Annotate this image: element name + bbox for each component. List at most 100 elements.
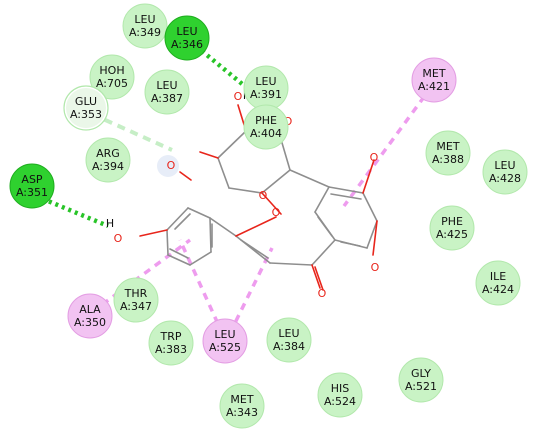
residue-number: A:383 — [155, 343, 187, 356]
residue-number: A:343 — [226, 406, 258, 419]
ligand-bond — [167, 254, 191, 266]
residue-number: A:388 — [432, 153, 464, 166]
residue-disc — [243, 104, 289, 150]
residue-disc — [475, 260, 521, 306]
ligand-oxygen-bond — [362, 159, 375, 194]
residue-disc — [67, 293, 113, 339]
interaction-line-met421 — [342, 84, 434, 208]
ligand-bond — [166, 207, 189, 231]
residue-name: GLY — [411, 367, 431, 380]
residue-name: ARG — [96, 147, 120, 160]
interaction-line-leu346 — [189, 40, 254, 94]
ligand-bond — [228, 187, 263, 194]
ligand-oxygen-bond — [372, 220, 378, 256]
residue-disc — [482, 149, 528, 195]
interaction-line-leu525 — [178, 239, 225, 336]
residue-name: PHE — [255, 114, 277, 127]
ligand-bond — [217, 130, 247, 159]
residue-number: A:394 — [92, 160, 124, 173]
residue-disc — [85, 137, 131, 183]
ligand-double-bond — [317, 216, 333, 237]
residue-number: A:387 — [151, 92, 183, 105]
ligand-oxygen-bond — [235, 216, 277, 237]
residue-name: LEU — [214, 328, 235, 341]
residue-name: HOH — [99, 64, 124, 77]
ligand-bond — [217, 157, 230, 189]
residue-disc — [9, 163, 55, 209]
ligand-bond — [187, 207, 211, 219]
residue-number: A:421 — [418, 80, 450, 93]
ligand-bond — [209, 217, 237, 237]
residue-disc — [113, 277, 159, 323]
ligand-double-bond — [240, 239, 269, 259]
residue-disc — [144, 69, 190, 115]
residue-number: A:521 — [405, 380, 437, 393]
residue-name: MET — [422, 67, 445, 80]
residue-number: A:353 — [70, 108, 102, 121]
residue-number: A:404 — [250, 127, 282, 140]
residue-disc — [411, 57, 457, 103]
ligand-bond — [328, 186, 364, 194]
residue-disc — [164, 15, 210, 61]
oxygen-atom-label: O — [272, 206, 281, 219]
residue-disc — [122, 3, 168, 49]
residue-disc-inner — [66, 88, 106, 128]
interaction-line-asp351 — [35, 193, 109, 229]
oxygen-atom-label: O — [114, 232, 123, 245]
ligand-oxygen-bond — [139, 229, 168, 237]
residue-name: LEU — [134, 13, 155, 26]
residue-number: A:705 — [96, 77, 128, 90]
oxygen-atom-label: O — [284, 115, 293, 128]
ligand-carbonyl-bond — [314, 266, 324, 291]
residue-name: THR — [124, 287, 148, 300]
ligand-double-bond — [340, 241, 361, 247]
interaction-lines — [35, 40, 434, 336]
ligand-bond — [209, 217, 212, 253]
residue-name: LEU — [494, 159, 515, 172]
ligand-oxygen-bond — [261, 192, 282, 215]
residue-name: MET — [436, 140, 459, 153]
ligand-double-bond — [169, 248, 189, 259]
residue-name: PHE — [441, 215, 463, 228]
oxygen-atom-label: O — [259, 189, 268, 202]
ligand-oxygen-bond — [179, 171, 192, 181]
ligand-bond — [261, 169, 291, 194]
hydrogen-atom-label: H — [106, 217, 114, 230]
residue-name: ASP — [21, 173, 43, 186]
residue-disc — [317, 372, 363, 418]
ligand-double-bond — [330, 193, 362, 200]
ligand-bond — [289, 169, 330, 188]
residue-name: MET — [230, 393, 253, 406]
contact-halo — [157, 155, 179, 177]
ligand-double-bond — [174, 213, 191, 230]
interaction-line-glu353 — [91, 112, 173, 152]
residue-number: A:524 — [324, 395, 356, 408]
residue-number: A:391 — [250, 88, 282, 101]
residue-disc — [148, 320, 194, 366]
ligand-oxygen-bond — [199, 151, 219, 159]
